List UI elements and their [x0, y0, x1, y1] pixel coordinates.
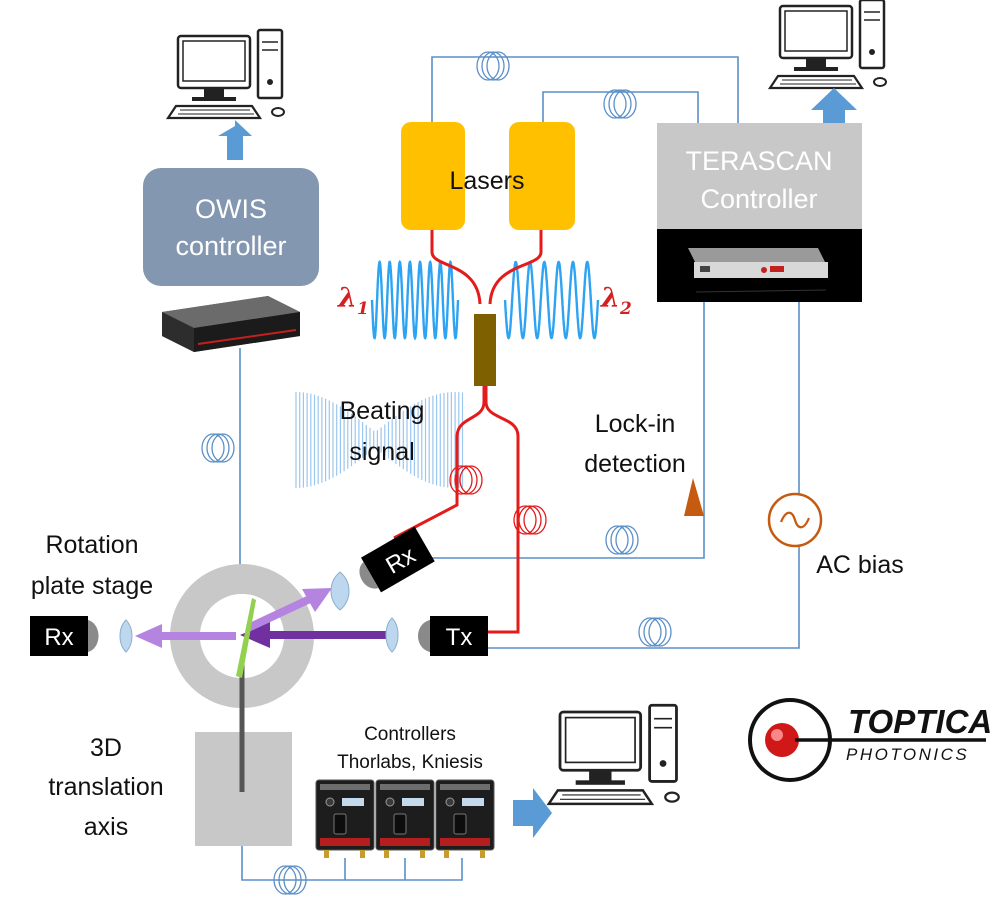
- owis-controller-box: [143, 168, 319, 286]
- sample-plate: [236, 598, 256, 678]
- amplifier-icon: [684, 478, 704, 516]
- lambda2-symbol: λ2: [600, 283, 632, 319]
- motion-controller-3: [435, 779, 495, 859]
- logo-subtitle: PHOTONICS: [846, 745, 969, 764]
- lockin-label-line1: Lock-in: [595, 410, 676, 438]
- tx-emitter: Tx: [418, 616, 488, 656]
- computer-icon-terascan: [768, 0, 888, 90]
- owis-label-line1: OWIS: [195, 194, 267, 224]
- rx-left-label: Rx: [44, 624, 73, 651]
- lambda1-symbol: λ1: [337, 283, 369, 319]
- translation-label-line2: translation: [48, 773, 163, 801]
- lasers-label: Lasers: [449, 167, 524, 195]
- arrow-up-owis-icon: [218, 120, 252, 160]
- lens-rx-left-icon: [119, 619, 133, 653]
- arrow-up-terascan-icon: [811, 88, 857, 126]
- beating-label-line2: signal: [349, 438, 414, 466]
- terascan-controller-box: [657, 123, 862, 229]
- thz-beams: [135, 588, 394, 648]
- logo-name: TOPTICA: [848, 703, 992, 740]
- beating-label-line1: Beating: [340, 397, 425, 425]
- wave-lambda2: [503, 260, 600, 340]
- terascan-device-image: [657, 229, 862, 302]
- toptica-logo: TOPTICA PHOTONICS: [748, 698, 992, 782]
- terascan-label-line1: TERASCAN: [685, 146, 832, 176]
- ac-bias-label: AC bias: [816, 551, 904, 579]
- owis-label-line2: controller: [175, 231, 286, 261]
- beating-signal-wave: [295, 392, 464, 488]
- lens-tx-icon: [385, 617, 399, 653]
- laser-2: [509, 122, 575, 230]
- wave-lambda1: [370, 259, 460, 341]
- rx-detector-left: Rx: [30, 616, 99, 656]
- computer-icon-owis: [166, 28, 286, 120]
- optical-fibers: [393, 230, 543, 634]
- rx-detector-right: Rx: [359, 526, 435, 593]
- tx-label: Tx: [446, 624, 473, 651]
- motion-controller-2: [375, 779, 435, 859]
- lockin-label-line2: detection: [584, 450, 685, 478]
- lens-rx-right-icon: [330, 571, 350, 611]
- fiber-coils: [449, 465, 547, 535]
- owis-device-image: [162, 296, 300, 352]
- terascan-label-line2: Controller: [700, 184, 817, 214]
- controllers-label-line1: Controllers: [364, 724, 456, 745]
- computer-icon-controllers: [547, 703, 681, 806]
- rotation-label-line2: plate stage: [31, 572, 153, 600]
- fiber-coupler: [474, 314, 496, 386]
- arrow-right-controllers-icon: [513, 788, 552, 838]
- translation-label-line3: axis: [84, 813, 128, 841]
- translation-label-line1: 3D: [90, 734, 122, 762]
- controllers-label-line2: Thorlabs, Kniesis: [337, 752, 483, 773]
- rotation-label-line1: Rotation: [45, 531, 138, 559]
- laser-1: [401, 122, 465, 230]
- motion-controller-1: [315, 779, 375, 859]
